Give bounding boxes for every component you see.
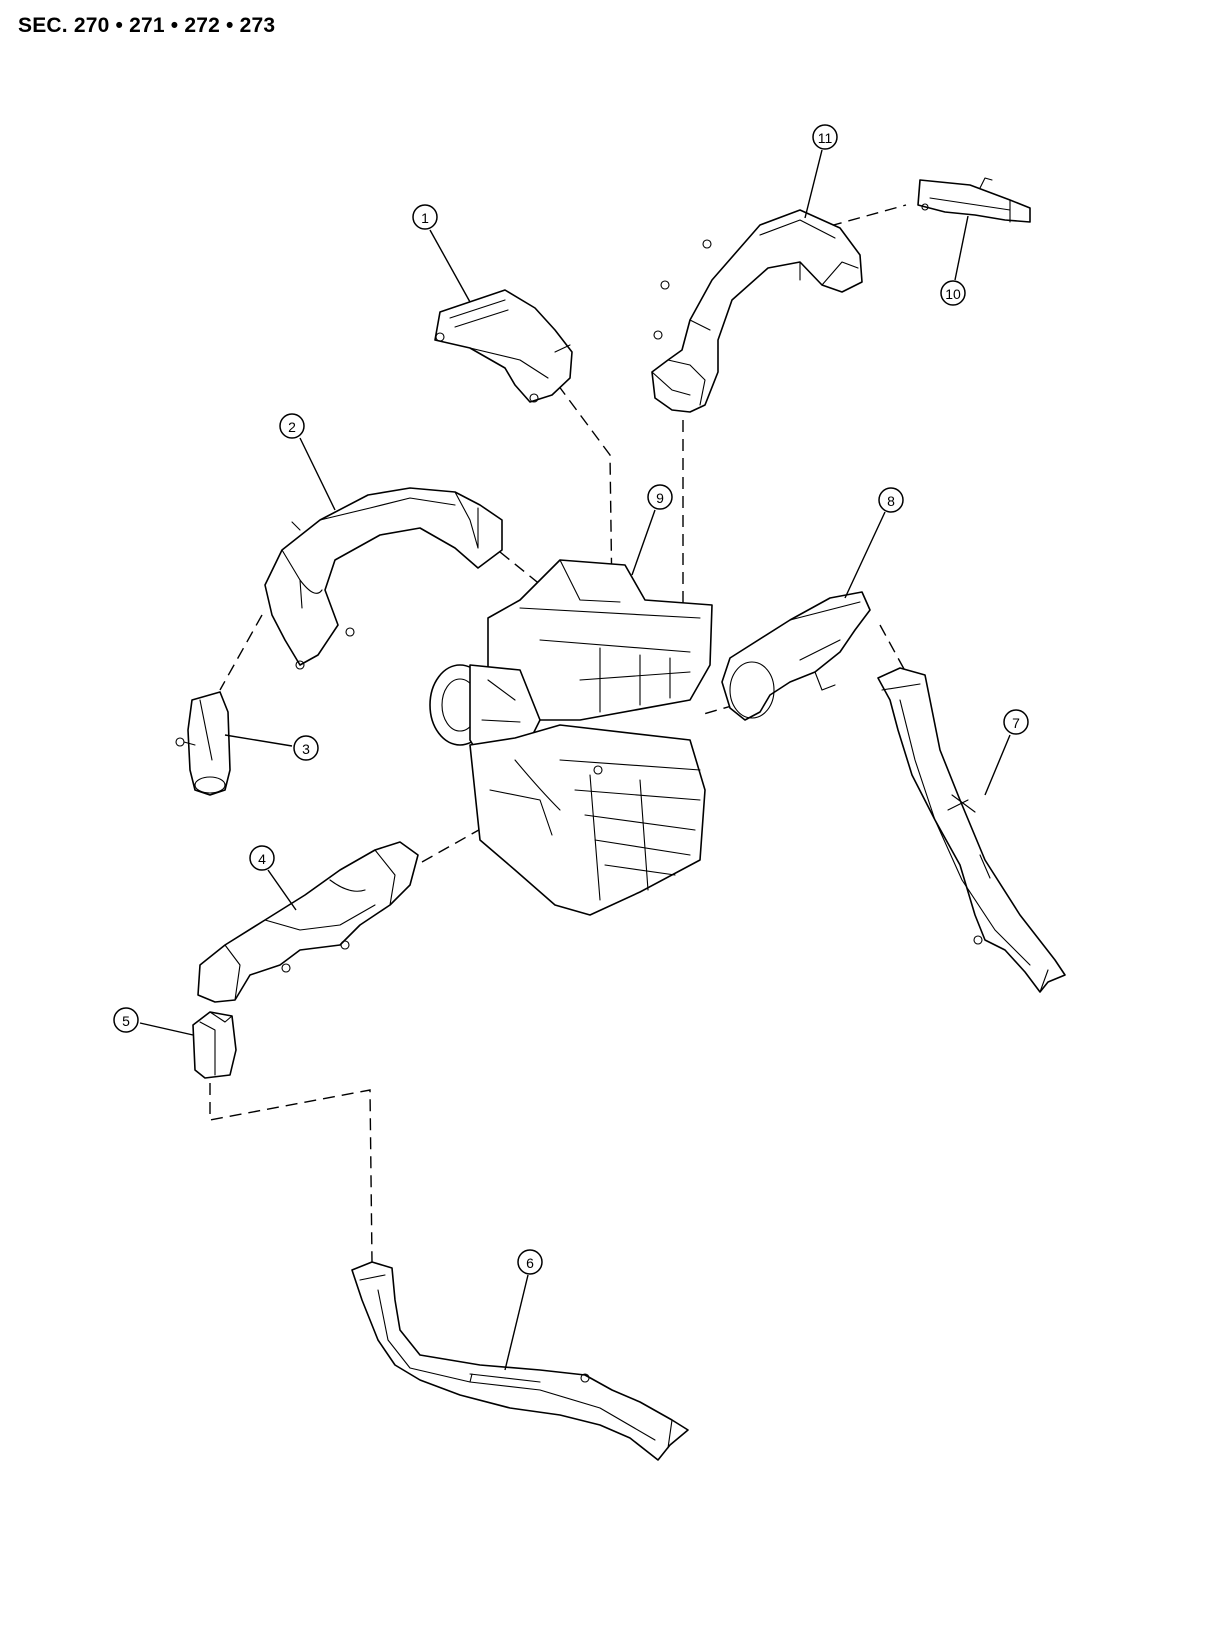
callout-9: 9 — [647, 484, 673, 510]
connector-1-to-9 — [557, 384, 613, 601]
part-10-duct — [917, 177, 1031, 223]
callout-5: 5 — [113, 1007, 139, 1033]
connector-8-to-7 — [879, 624, 911, 681]
part-11-duct — [651, 209, 863, 413]
leader-5 — [139, 1022, 194, 1036]
part-9-heater-unit — [429, 559, 713, 916]
part-5-connector — [192, 1011, 237, 1079]
callout-11: 11 — [812, 124, 838, 150]
callout-5-label: 5 — [122, 1013, 130, 1029]
leader-8 — [844, 511, 886, 599]
callout-3: 3 — [293, 735, 319, 761]
leader-lines — [139, 149, 1011, 1371]
callout-11-label: 11 — [818, 130, 833, 146]
leader-10 — [954, 215, 969, 281]
callout-10-label: 10 — [945, 286, 961, 302]
callout-2-label: 2 — [288, 419, 296, 435]
part-8-duct — [721, 591, 871, 721]
connector-10-to-11 — [829, 204, 907, 227]
callout-7-label: 7 — [1012, 715, 1020, 731]
callout-1: 1 — [412, 204, 438, 230]
callout-3-label: 3 — [302, 741, 310, 757]
callout-1-label: 1 — [421, 210, 429, 226]
callout-4: 4 — [249, 845, 275, 871]
part-6-duct — [351, 1261, 689, 1461]
callout-7: 7 — [1003, 709, 1029, 735]
connector-5-to-6 — [209, 1083, 373, 1263]
leader-11 — [804, 149, 823, 219]
callout-10: 10 — [940, 280, 966, 306]
part-4-duct — [197, 841, 419, 1003]
part-3-duct — [175, 691, 231, 796]
part-1-duct — [434, 289, 573, 403]
callout-6: 6 — [517, 1249, 543, 1275]
leader-2 — [299, 437, 336, 511]
callout-4-label: 4 — [258, 851, 266, 867]
leader-6 — [504, 1274, 529, 1371]
part-7-duct — [877, 667, 1066, 993]
callout-6-label: 6 — [526, 1255, 534, 1271]
callout-2: 2 — [279, 413, 305, 439]
leader-7 — [984, 734, 1011, 796]
callout-8: 8 — [878, 487, 904, 513]
leader-3 — [224, 734, 293, 747]
callout-9-label: 9 — [656, 490, 664, 506]
leader-9 — [631, 509, 656, 576]
leader-1 — [429, 229, 471, 303]
callout-8-label: 8 — [887, 493, 895, 509]
leader-4 — [267, 869, 297, 911]
page-title: SEC. 270 • 271 • 272 • 273 — [18, 14, 276, 37]
part-2-duct — [264, 487, 503, 670]
connector-2-to-3 — [219, 614, 263, 691]
